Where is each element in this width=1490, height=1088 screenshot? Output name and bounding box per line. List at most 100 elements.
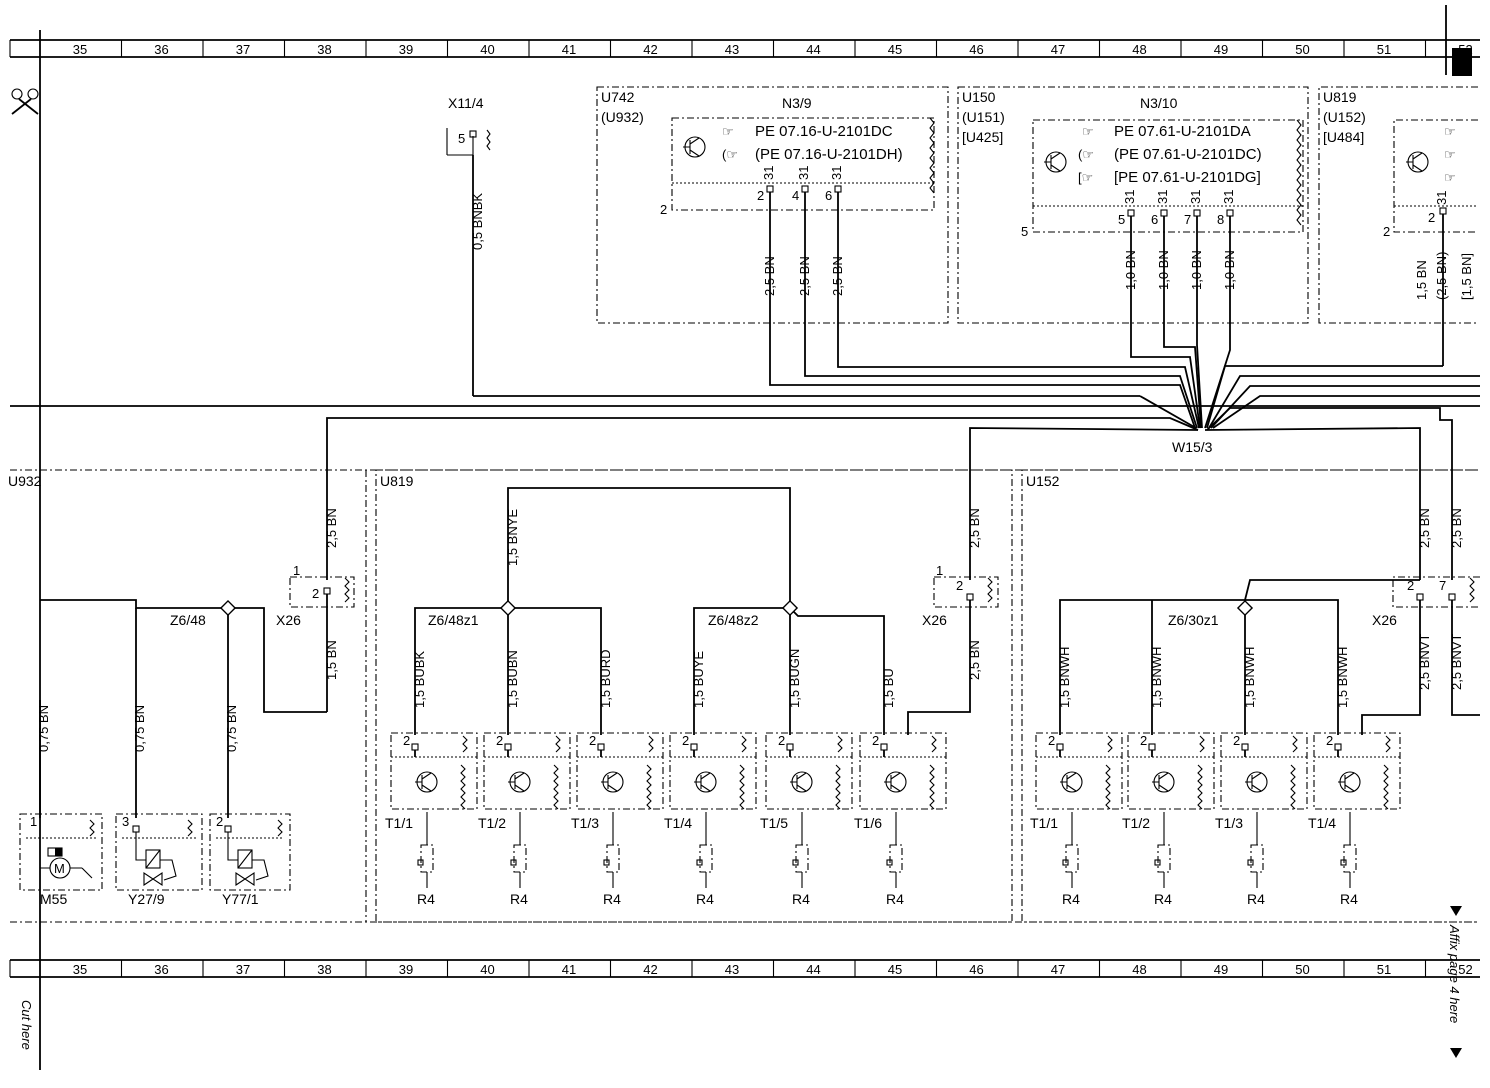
wire-label: 1,0 BN	[1123, 250, 1138, 290]
wire-label: 1,5 BUBN	[505, 650, 520, 708]
module-id: U152	[1026, 473, 1060, 489]
pin-terminal	[801, 185, 809, 193]
module-id-alt: (U151)	[962, 109, 1005, 125]
cut-here-note: Cut here	[19, 1000, 34, 1050]
transistor-icon	[1406, 151, 1429, 173]
solenoid-icon	[237, 849, 253, 869]
grid-column-number: 50	[1295, 42, 1309, 57]
pin-number: 2	[682, 733, 689, 748]
pin-number: 2	[757, 188, 764, 203]
grid-column-number: 37	[236, 42, 250, 57]
wire-label: 1,5 BUBK	[412, 651, 427, 708]
transistor-icon	[1245, 771, 1268, 793]
grid-column-number: 39	[399, 962, 413, 977]
wire-label: 1,0 BN	[1222, 250, 1237, 290]
wire-label: 2,5 BNVT	[1449, 634, 1464, 690]
connector-label: X26	[922, 612, 947, 628]
hand-pointer-icon: (☞	[722, 147, 738, 162]
grid-column-number: 44	[806, 42, 820, 57]
transistor-icon	[790, 771, 813, 793]
x11-label: X11/4	[448, 95, 484, 111]
ground-pin: 5	[1021, 224, 1028, 239]
wire-label: [1,5 BN]	[1459, 253, 1474, 300]
module-u150: U150 (U151) [U425] N3/10 ☞ PE 07.61-U-21…	[957, 86, 1309, 324]
pin-number: 1	[293, 563, 300, 578]
transistor-icon	[508, 771, 531, 793]
module-id-alt: (U152)	[1323, 109, 1366, 125]
pin-terminal	[1193, 209, 1201, 217]
grid-column-number: 42	[643, 42, 657, 57]
heater-icon	[699, 844, 713, 873]
node-label: Z6/30z1	[1168, 612, 1219, 628]
module-u152: U152 Z6/30z1 2,5 BN 2,5 BN 2 7 X26 2,5 B…	[1021, 469, 1480, 923]
wire-label: 1,5 BU	[881, 668, 896, 708]
node-label: Z6/48	[170, 612, 206, 628]
sensor-label: T1/5	[760, 815, 788, 831]
grid-column-number: 48	[1132, 42, 1146, 57]
grid-column-number: 45	[888, 42, 902, 57]
grid-column-number: 44	[806, 962, 820, 977]
module-u819: U819 1,5 BNYE Z6/48z1 Z6/48z2 2,5 BN 1 2…	[375, 469, 1013, 923]
connector-x11-4: X11/4 5 0,5 BNBK	[446, 95, 491, 396]
grid-column-number: 40	[480, 42, 494, 57]
grid-column-number: 45	[888, 962, 902, 977]
pin-code: 31	[1122, 190, 1137, 204]
affix-page-note: Affix page 4 here	[1447, 924, 1462, 1023]
valve-y27-9: 3 Y27/9	[115, 813, 203, 907]
grid-column-number: 42	[643, 962, 657, 977]
sensor-label: T1/1	[1030, 815, 1058, 831]
splice-node	[499, 599, 517, 617]
splice-node	[219, 599, 237, 617]
load-label: R4	[886, 891, 904, 907]
grid-column-number: 41	[562, 962, 576, 977]
pin-number: 2	[1140, 733, 1147, 748]
sensor-label: T1/3	[571, 815, 599, 831]
load-label: R4	[417, 891, 435, 907]
sensor-label: T1/4	[1308, 815, 1336, 831]
wire-label: 2,5 BN	[762, 256, 777, 296]
module-ref: (PE 07.61-U-2101DC)	[1114, 146, 1262, 163]
wire-label: 1,5 BNYE	[505, 509, 520, 566]
transistor-icon	[694, 771, 717, 793]
load-label: R4	[510, 891, 528, 907]
grid-column-number: 51	[1377, 42, 1391, 57]
pin-terminal	[834, 185, 842, 193]
wire-label: 1,5 BUYE	[691, 651, 706, 708]
harness-w15-3: W15/3	[326, 290, 1480, 500]
grid-column-number: 38	[317, 42, 331, 57]
x11-pin: 5	[458, 131, 465, 146]
module-id: U932	[8, 473, 42, 489]
pin-code: 31	[1221, 190, 1236, 204]
pin-number: 7	[1184, 212, 1191, 227]
heater-icon	[889, 844, 903, 873]
transistor-icon	[415, 771, 438, 793]
pin-terminal	[1226, 209, 1234, 217]
heater-icon	[606, 844, 620, 873]
pin-terminal	[766, 185, 774, 193]
grid-column-number: 46	[969, 42, 983, 57]
wire-label: 1,5 BUGN	[787, 649, 802, 708]
pin-terminal	[411, 743, 419, 751]
component-label: M55	[40, 891, 67, 907]
grid-column-number: 49	[1214, 962, 1228, 977]
module-u819-top: U819 (U152) [U484] ☞ ☞ ☞ 2 31 2 1,5 BN (…	[1318, 86, 1478, 366]
wire-label: 1,5 BURD	[598, 649, 613, 708]
wire-label: 1,5 BNWH	[1149, 647, 1164, 708]
pin-terminal	[1148, 743, 1156, 751]
transistor-icon	[601, 771, 624, 793]
wire-label: 0,75 BN	[132, 705, 147, 752]
component-label: Y77/1	[222, 891, 259, 907]
load-label: R4	[792, 891, 810, 907]
pin-number: 2	[1326, 733, 1333, 748]
connector-label: X26	[1372, 612, 1397, 628]
arrow-down-icon	[1450, 906, 1462, 916]
grid-column-number: 36	[154, 962, 168, 977]
pin-number: 2	[589, 733, 596, 748]
hand-pointer-icon: ☞	[1444, 147, 1456, 162]
